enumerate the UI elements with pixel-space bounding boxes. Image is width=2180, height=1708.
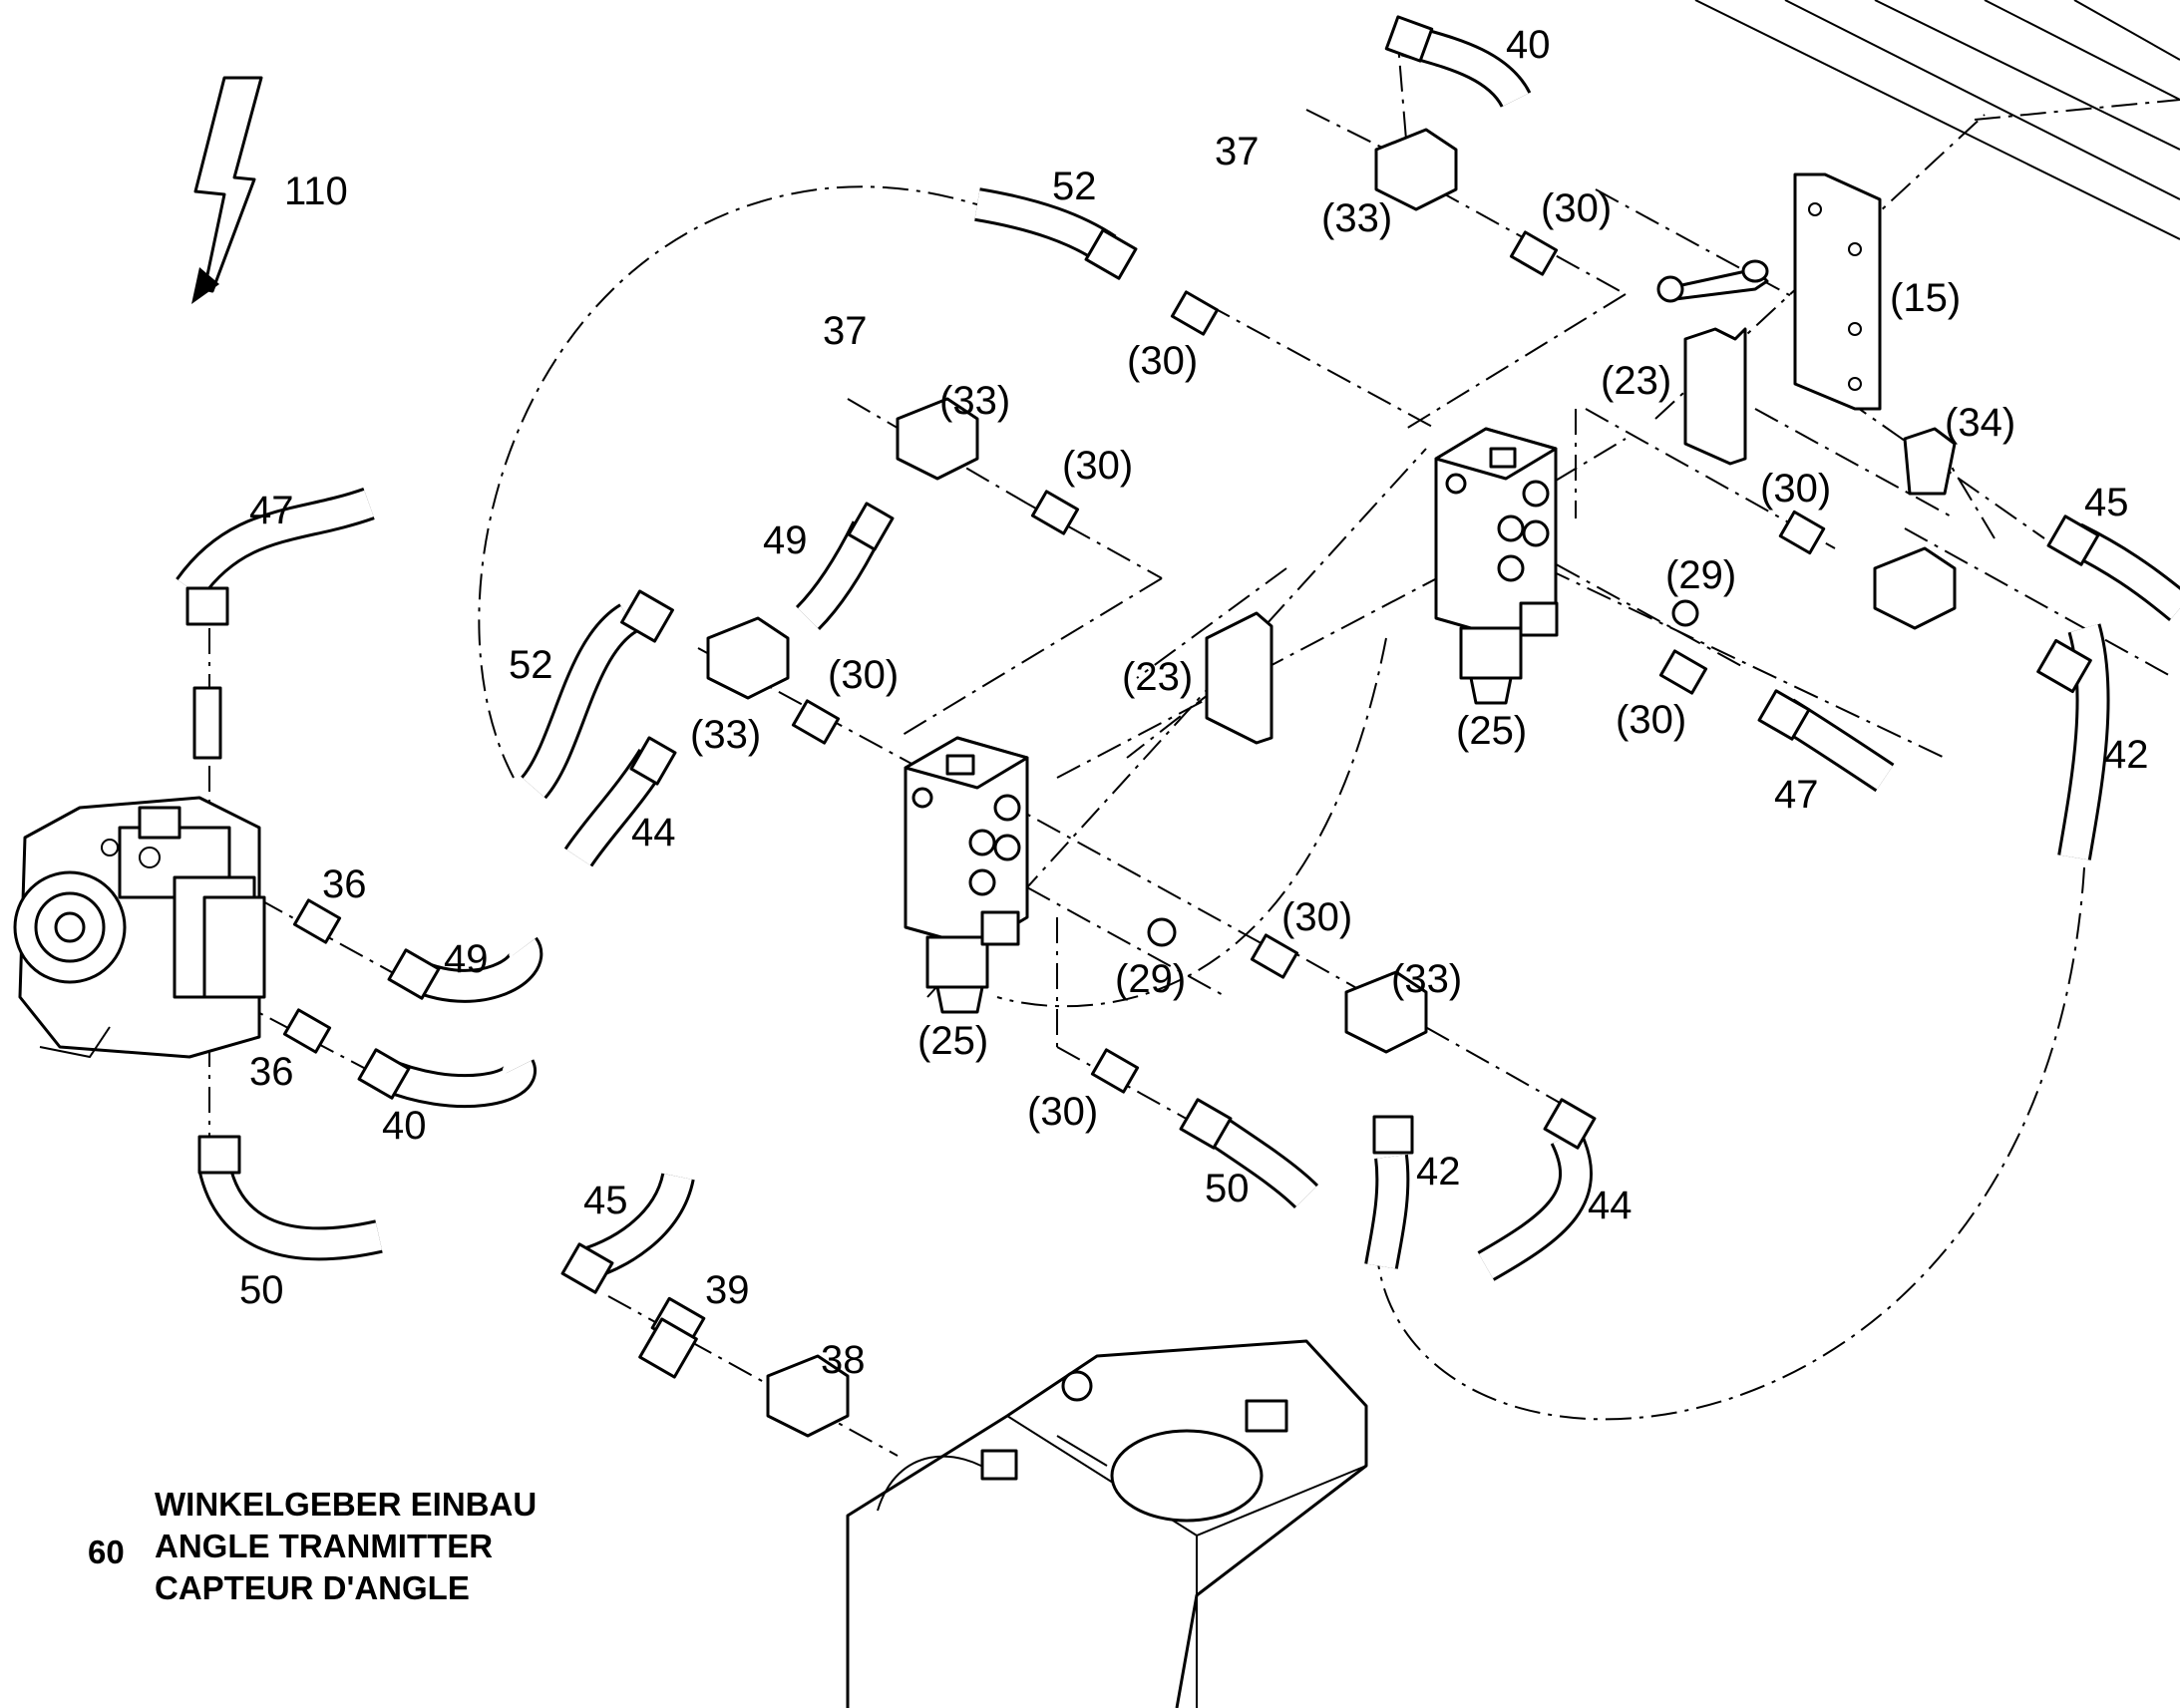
callout-label: 49 xyxy=(763,518,808,562)
callout-label: 47 xyxy=(249,489,294,532)
gasket-lower xyxy=(1205,611,1273,745)
callout-label: 52 xyxy=(509,643,553,687)
title-line-german: WINKELGEBER EINBAU xyxy=(155,1486,537,1523)
leader-lines xyxy=(208,19,2180,1457)
callout-label: 50 xyxy=(1205,1167,1250,1210)
hydraulic-tank xyxy=(846,1339,1368,1708)
callout-label: (33) xyxy=(1391,957,1462,1001)
callout-label: 37 xyxy=(823,309,868,353)
callout-label: 36 xyxy=(322,862,367,906)
callout-labels: 40 37 (33) (30) 52 (30) (15) 37 (33) (23… xyxy=(239,23,2149,1382)
callout-label: (29) xyxy=(1665,553,1736,597)
hose-nuts xyxy=(185,15,2100,1294)
callout-label: 38 xyxy=(821,1338,866,1382)
hydraulic-pump xyxy=(13,796,266,1059)
callout-label: (30) xyxy=(1616,698,1686,742)
callout-label: 45 xyxy=(2084,481,2129,524)
callout-label: (25) xyxy=(917,1019,988,1063)
callout-label: 50 xyxy=(239,1268,284,1312)
callout-label: (30) xyxy=(1760,467,1831,511)
callout-label: 52 xyxy=(1052,165,1097,208)
callout-label: (23) xyxy=(1601,359,1671,403)
callout-label: (15) xyxy=(1890,276,1961,320)
tee-fittings xyxy=(638,128,1957,1438)
callout-label: 44 xyxy=(1588,1184,1633,1227)
reference-arrow-icon xyxy=(191,76,263,304)
callout-label: 47 xyxy=(1774,773,1819,817)
callout-label: (30) xyxy=(1281,895,1352,939)
callout-label: (30) xyxy=(1062,444,1133,488)
callout-label: (25) xyxy=(1456,709,1527,753)
callout-label: (33) xyxy=(1321,196,1392,240)
callout-label: (30) xyxy=(1127,339,1198,383)
callout-label: 40 xyxy=(1506,23,1551,67)
callout-label: 39 xyxy=(705,1268,750,1312)
title-block: 60 WINKELGEBER EINBAU ANGLE TRANMITTER C… xyxy=(88,1486,537,1606)
hoses xyxy=(176,23,2180,1283)
title-number: 60 xyxy=(88,1534,125,1570)
callout-label: (30) xyxy=(828,653,899,697)
callout-label: (30) xyxy=(1541,186,1612,230)
callout-label: (33) xyxy=(690,713,761,757)
callout-label: 49 xyxy=(444,937,489,981)
mounting-plate xyxy=(1656,172,1882,411)
valve-block-lower xyxy=(904,736,1029,1014)
callout-label: (23) xyxy=(1122,655,1193,699)
callout-label: (33) xyxy=(939,379,1010,423)
callout-label: 40 xyxy=(382,1104,427,1148)
valve-block-upper xyxy=(1434,427,1559,705)
gasket-upper xyxy=(1683,327,1747,466)
callout-label: 42 xyxy=(2104,733,2149,777)
callout-label: 37 xyxy=(1215,130,1260,173)
callout-label: (30) xyxy=(1027,1090,1098,1134)
reference-number: 110 xyxy=(284,170,348,213)
callout-label: (29) xyxy=(1115,957,1186,1001)
frame-rails xyxy=(1694,0,2180,240)
callout-label: 45 xyxy=(583,1179,628,1222)
callout-label: 42 xyxy=(1416,1150,1461,1194)
callout-label: (34) xyxy=(1945,401,2015,445)
callout-label: 44 xyxy=(631,811,676,854)
title-line-french: CAPTEUR D'ANGLE xyxy=(155,1569,470,1606)
title-line-english: ANGLE TRANMITTER xyxy=(155,1528,493,1564)
callout-label: 36 xyxy=(249,1050,294,1094)
